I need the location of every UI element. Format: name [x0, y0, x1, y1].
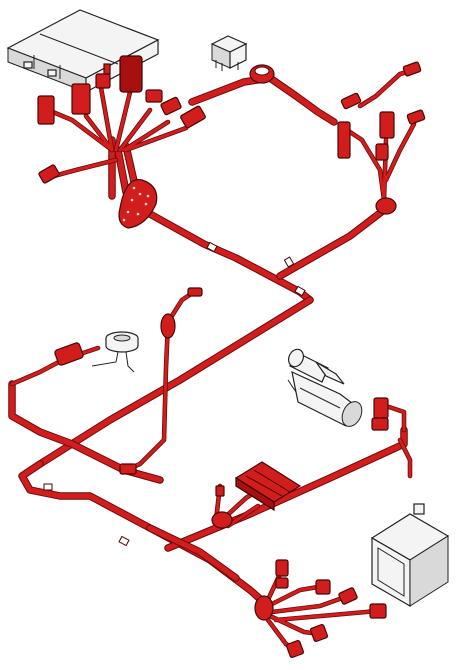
connector-plug — [54, 342, 84, 366]
starter-motor-icon — [287, 348, 363, 427]
connector-plug — [37, 95, 55, 125]
connector-plug — [375, 143, 389, 161]
connector-plug — [285, 639, 305, 659]
connector-plug — [369, 603, 387, 619]
connector-plug — [379, 111, 395, 139]
grommet-icon — [211, 511, 233, 529]
harness-clips — [43, 241, 306, 547]
grommet-icon — [160, 313, 176, 339]
grommet-icon — [254, 595, 274, 621]
connector-plug — [402, 61, 422, 77]
fuel-level-sender-icon — [91, 331, 139, 373]
connector-plug — [119, 463, 137, 475]
connector-plug — [180, 105, 206, 129]
connector-plug — [337, 121, 351, 159]
relay-icon — [210, 35, 248, 71]
connector-plug — [71, 83, 91, 115]
grommet-icon — [118, 178, 158, 229]
connector-plug — [119, 55, 143, 93]
connector-plug — [340, 92, 362, 110]
connector-plug — [373, 397, 389, 419]
connector-plug — [406, 109, 426, 125]
fuse-block-icon — [234, 461, 302, 512]
connector-plug — [38, 164, 60, 184]
connector-plug — [371, 417, 389, 431]
connector-plug — [315, 579, 331, 595]
connector-plug — [95, 73, 111, 89]
connectors — [37, 55, 426, 659]
connector-plug — [215, 485, 225, 497]
connector-plug — [103, 63, 111, 75]
connector-plug — [338, 587, 358, 605]
engine-control-module-icon — [370, 503, 450, 608]
connector-plug — [187, 287, 203, 297]
connector-plug — [275, 559, 289, 577]
connector-plug — [145, 89, 163, 103]
grommet-icon — [375, 197, 397, 215]
ignition-coil-icon — [249, 64, 275, 84]
connector-plug — [275, 577, 289, 589]
connector-plug — [160, 96, 182, 116]
connector-plug — [309, 623, 329, 643]
